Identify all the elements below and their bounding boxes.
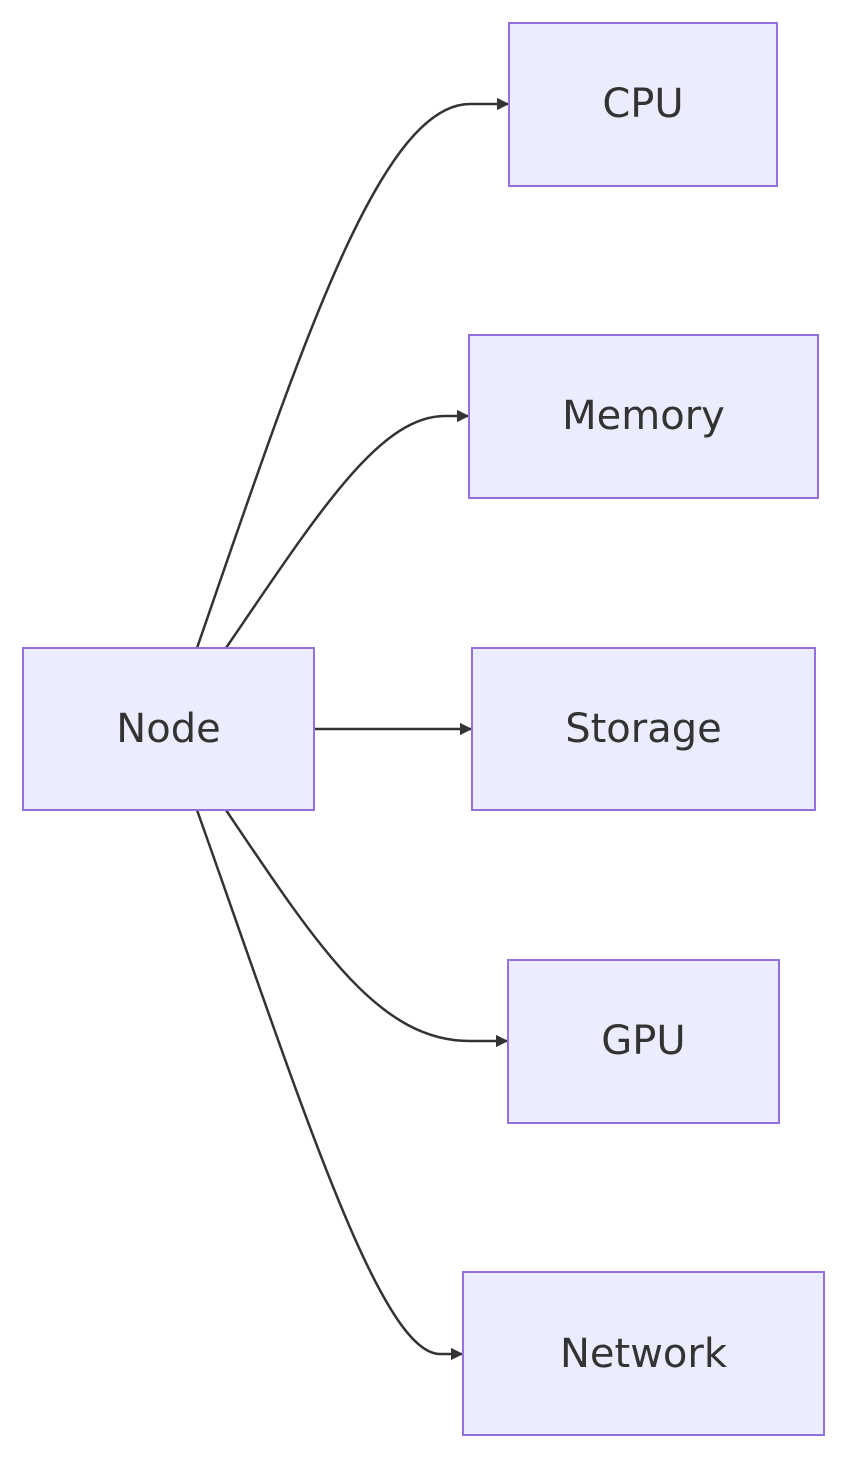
- edge-node-to-gpu: [224, 809, 509, 1048]
- memory-box[interactable]: [468, 334, 819, 499]
- edge-node-to-cpu: [195, 97, 510, 649]
- gpu-label: GPU: [601, 1018, 685, 1064]
- cpu-box[interactable]: [508, 22, 778, 187]
- network-box[interactable]: [462, 1271, 825, 1436]
- node-storage[interactable]: Storage: [471, 647, 816, 811]
- node-gpu[interactable]: GPU: [507, 959, 780, 1124]
- node-network[interactable]: Network: [462, 1271, 825, 1436]
- storage-box[interactable]: [471, 647, 816, 811]
- node-node[interactable]: Node: [22, 647, 315, 811]
- edges: [195, 97, 510, 1361]
- node-cpu[interactable]: CPU: [508, 22, 778, 187]
- storage-label: Storage: [565, 706, 722, 752]
- cpu-label: CPU: [602, 81, 683, 127]
- edge-node-to-network: [195, 809, 464, 1361]
- node-box[interactable]: [22, 647, 315, 811]
- network-label: Network: [560, 1331, 728, 1377]
- memory-label: Memory: [562, 393, 725, 439]
- edge-node-to-memory: [224, 409, 470, 649]
- node-memory[interactable]: Memory: [468, 334, 819, 499]
- node-label: Node: [116, 706, 220, 752]
- gpu-box[interactable]: [507, 959, 780, 1124]
